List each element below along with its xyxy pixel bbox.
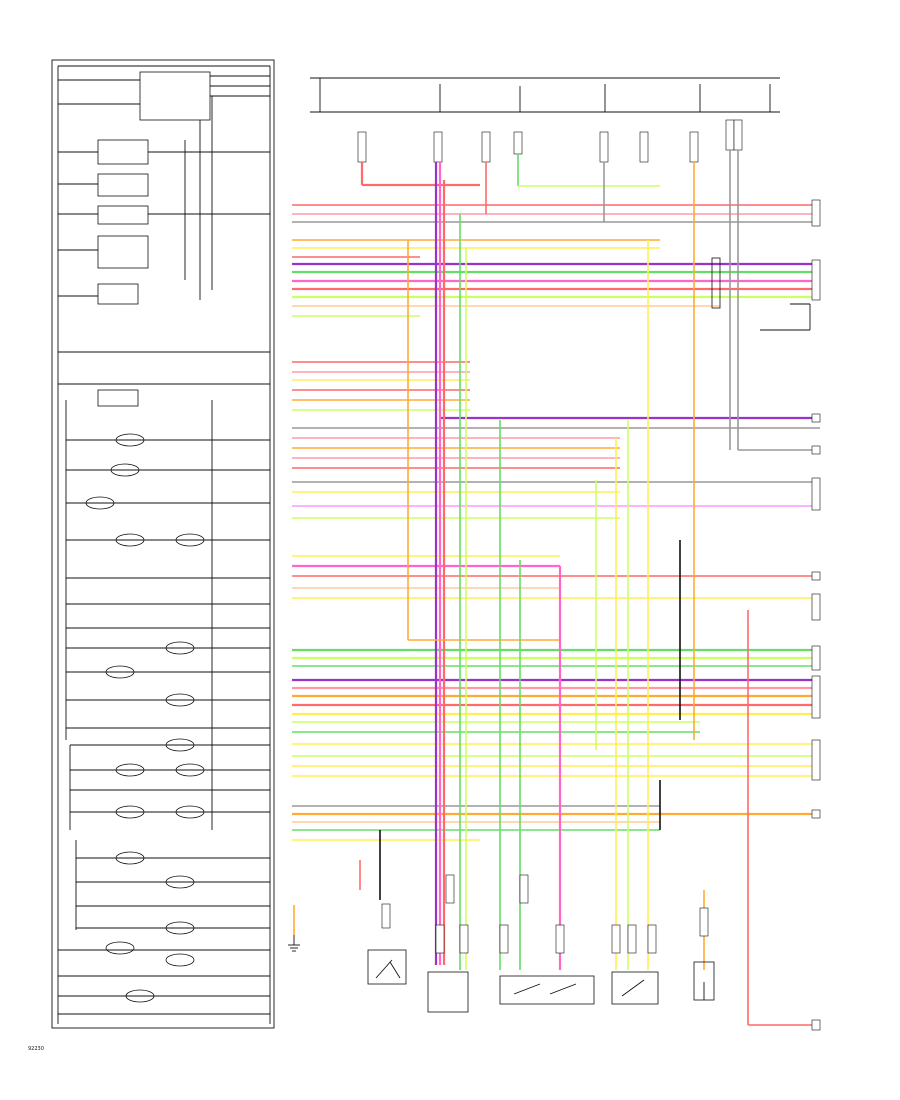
top-connectors <box>357 119 743 163</box>
vertical-wires <box>293 150 820 1026</box>
page-id: 92230 <box>28 1046 44 1052</box>
bottom-components <box>367 874 715 1013</box>
right-connectors <box>811 199 821 1031</box>
right-components <box>711 257 811 331</box>
lamp-rows <box>58 400 270 1015</box>
harness-wires <box>292 204 820 841</box>
sensor-icon <box>427 971 469 1013</box>
top-power-bus <box>310 77 780 113</box>
gauge-icon <box>499 975 595 1005</box>
instrument-cluster-panel <box>51 59 275 1029</box>
switch-icon <box>367 949 407 985</box>
ground-icon <box>288 935 300 952</box>
